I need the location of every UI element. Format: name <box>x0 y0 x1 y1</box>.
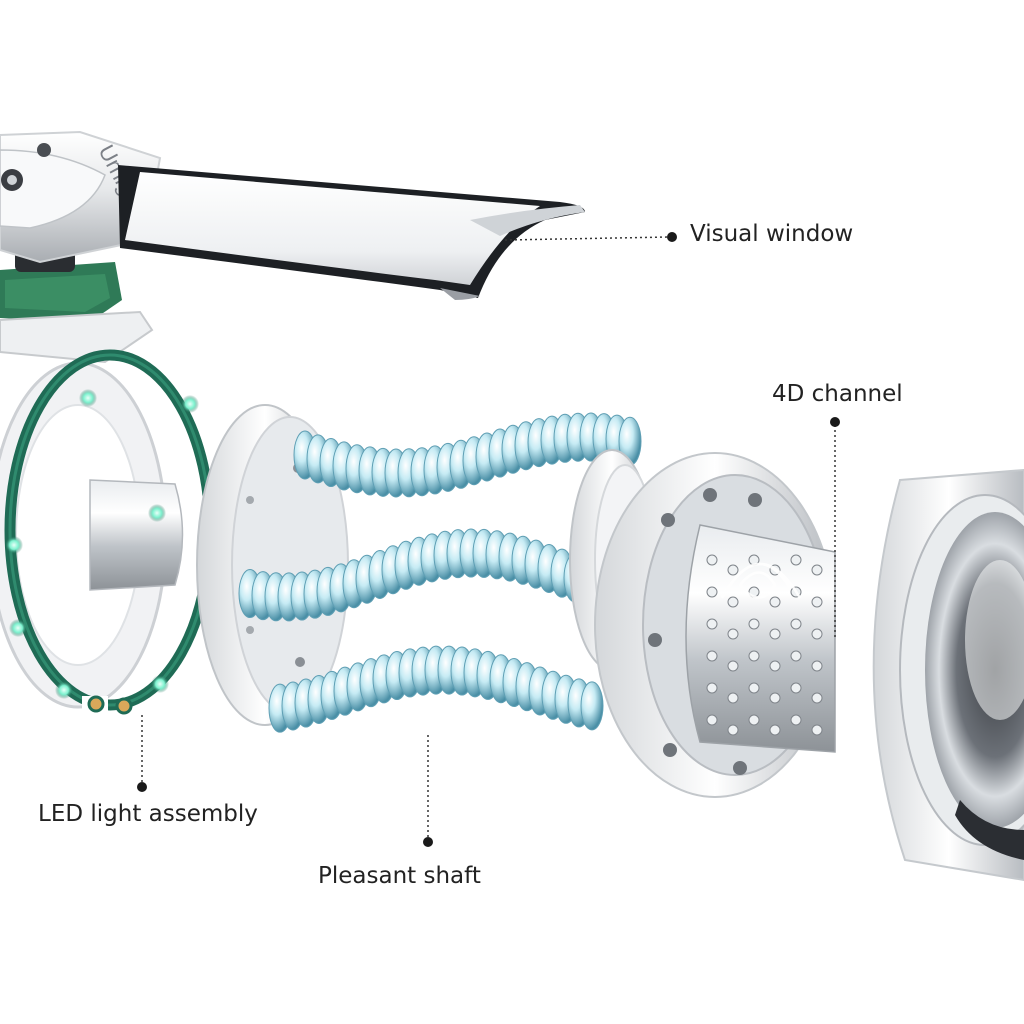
channel-nub <box>811 692 823 704</box>
channel-nub <box>706 618 718 630</box>
channel-4d-label: 4D channel <box>772 381 903 407</box>
pleasant-shaft-label: Pleasant shaft <box>318 863 481 889</box>
channel-nub <box>727 692 739 704</box>
channel-4d-dot <box>830 417 840 427</box>
led-dot <box>151 675 169 693</box>
channel-nub <box>748 682 760 694</box>
channel-nub <box>790 714 802 726</box>
pleasant-shaft-coils <box>238 412 642 733</box>
led-lights <box>5 389 199 699</box>
pleasant-shaft-dot <box>423 837 433 847</box>
channel-nub <box>748 618 760 630</box>
led-light-assembly-label: LED light assembly <box>38 801 258 827</box>
channel-nub <box>811 660 823 672</box>
channel-texture <box>706 554 823 736</box>
channel-nub <box>790 682 802 694</box>
callout-dots <box>137 232 840 847</box>
channel-nub <box>769 660 781 672</box>
channel-nub <box>811 564 823 576</box>
channel-nub <box>727 628 739 640</box>
led-dot <box>9 619 27 637</box>
visual-window-component: Urnight <box>0 130 585 364</box>
channel-nub <box>727 596 739 608</box>
led-dot <box>148 504 166 522</box>
rear-housing <box>0 361 184 709</box>
channel-nub <box>727 724 739 736</box>
channel-nub <box>748 714 760 726</box>
channel-nub <box>706 714 718 726</box>
led-dot <box>181 395 199 413</box>
channel-nub <box>769 724 781 736</box>
channel-nub <box>706 554 718 566</box>
channel-nub <box>727 564 739 576</box>
shaft-front-plate <box>196 404 349 726</box>
led-dot <box>5 536 23 554</box>
led-dot <box>55 681 73 699</box>
channel-4d-component <box>594 452 836 798</box>
channel-nub <box>811 596 823 608</box>
channel-nub <box>769 628 781 640</box>
channel-nub <box>706 586 718 598</box>
coil-bead <box>580 681 604 731</box>
front-cap <box>872 468 1024 882</box>
channel-nub <box>706 650 718 662</box>
visual-window-dot <box>667 232 677 242</box>
channel-nub <box>790 618 802 630</box>
channel-nub <box>811 724 823 736</box>
channel-nub <box>790 650 802 662</box>
callout-leaders <box>141 236 836 840</box>
visual-window-label: Visual window <box>690 221 854 247</box>
led-dot <box>79 389 97 407</box>
led-assembly-dot <box>137 782 147 792</box>
visual-window-leader <box>504 236 671 241</box>
channel-nub <box>727 660 739 672</box>
channel-nub <box>769 692 781 704</box>
channel-nub <box>748 650 760 662</box>
channel-nub <box>706 682 718 694</box>
channel-nub <box>790 554 802 566</box>
channel-nub <box>811 628 823 640</box>
channel-nub <box>769 596 781 608</box>
